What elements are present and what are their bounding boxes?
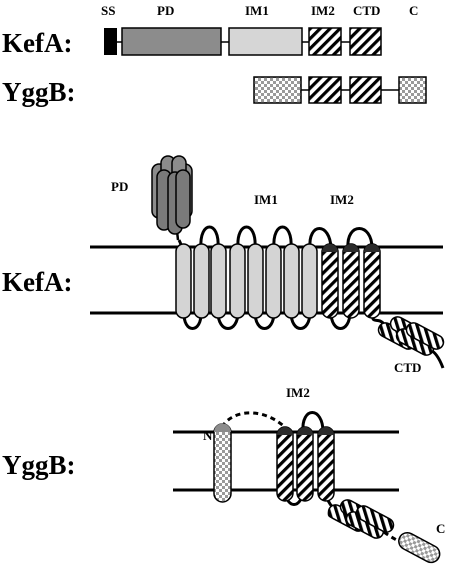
- kefa-im2-helices: [321, 243, 381, 319]
- yggb-c-helix: [398, 531, 441, 564]
- yggb-topology-title: YggB:: [2, 450, 76, 480]
- kefa-pd-label: PD: [111, 179, 128, 194]
- kefa-im2-caps: [322, 244, 380, 252]
- kefa-domain-bar: [104, 27, 382, 56]
- yggb-im2-label: IM2: [286, 385, 310, 400]
- ss-label: SS: [101, 3, 115, 18]
- kefa-im1-label: IM1: [254, 192, 278, 207]
- im2-label: IM2: [311, 3, 335, 18]
- ss-domain: [104, 28, 117, 55]
- yggb-im2-helices: [276, 426, 335, 502]
- yggb-c-domain: [398, 76, 427, 104]
- yggb-n-helix: [213, 423, 232, 503]
- yggb-n-label: N: [203, 428, 213, 443]
- kefa-ctd-bundle: [377, 316, 445, 356]
- yggb-ctd-bundle: [327, 499, 395, 539]
- c-label: C: [409, 3, 418, 18]
- pd-domain: [121, 27, 222, 56]
- kefa-im2-label: IM2: [330, 192, 354, 207]
- kefa-im1-helices: [175, 243, 318, 319]
- im1-label: IM1: [245, 3, 269, 18]
- pd-label: PD: [157, 3, 174, 18]
- domain-header-labels: SS PD IM1 IM2 CTD C: [101, 3, 418, 18]
- im2-domain: [308, 27, 342, 56]
- yggb-bar-title: YggB:: [2, 77, 76, 107]
- kefa-ctd-label: CTD: [394, 360, 421, 375]
- ctd-label: CTD: [353, 3, 380, 18]
- kefa-bar-title: KefA:: [2, 28, 72, 58]
- im1-domain: [228, 27, 303, 56]
- kefa-pd-bundle: [151, 155, 193, 241]
- yggb-ctd-domain: [349, 76, 382, 104]
- yggb-im2-caps: [277, 427, 334, 435]
- yggb-c-label: C: [436, 521, 445, 536]
- yggb-domain-bar: [253, 76, 427, 104]
- kefa-topology-title: KefA:: [2, 267, 72, 297]
- ctd-domain: [349, 27, 382, 56]
- yggb-n-domain: [253, 76, 302, 104]
- yggb-im2-domain: [308, 76, 342, 104]
